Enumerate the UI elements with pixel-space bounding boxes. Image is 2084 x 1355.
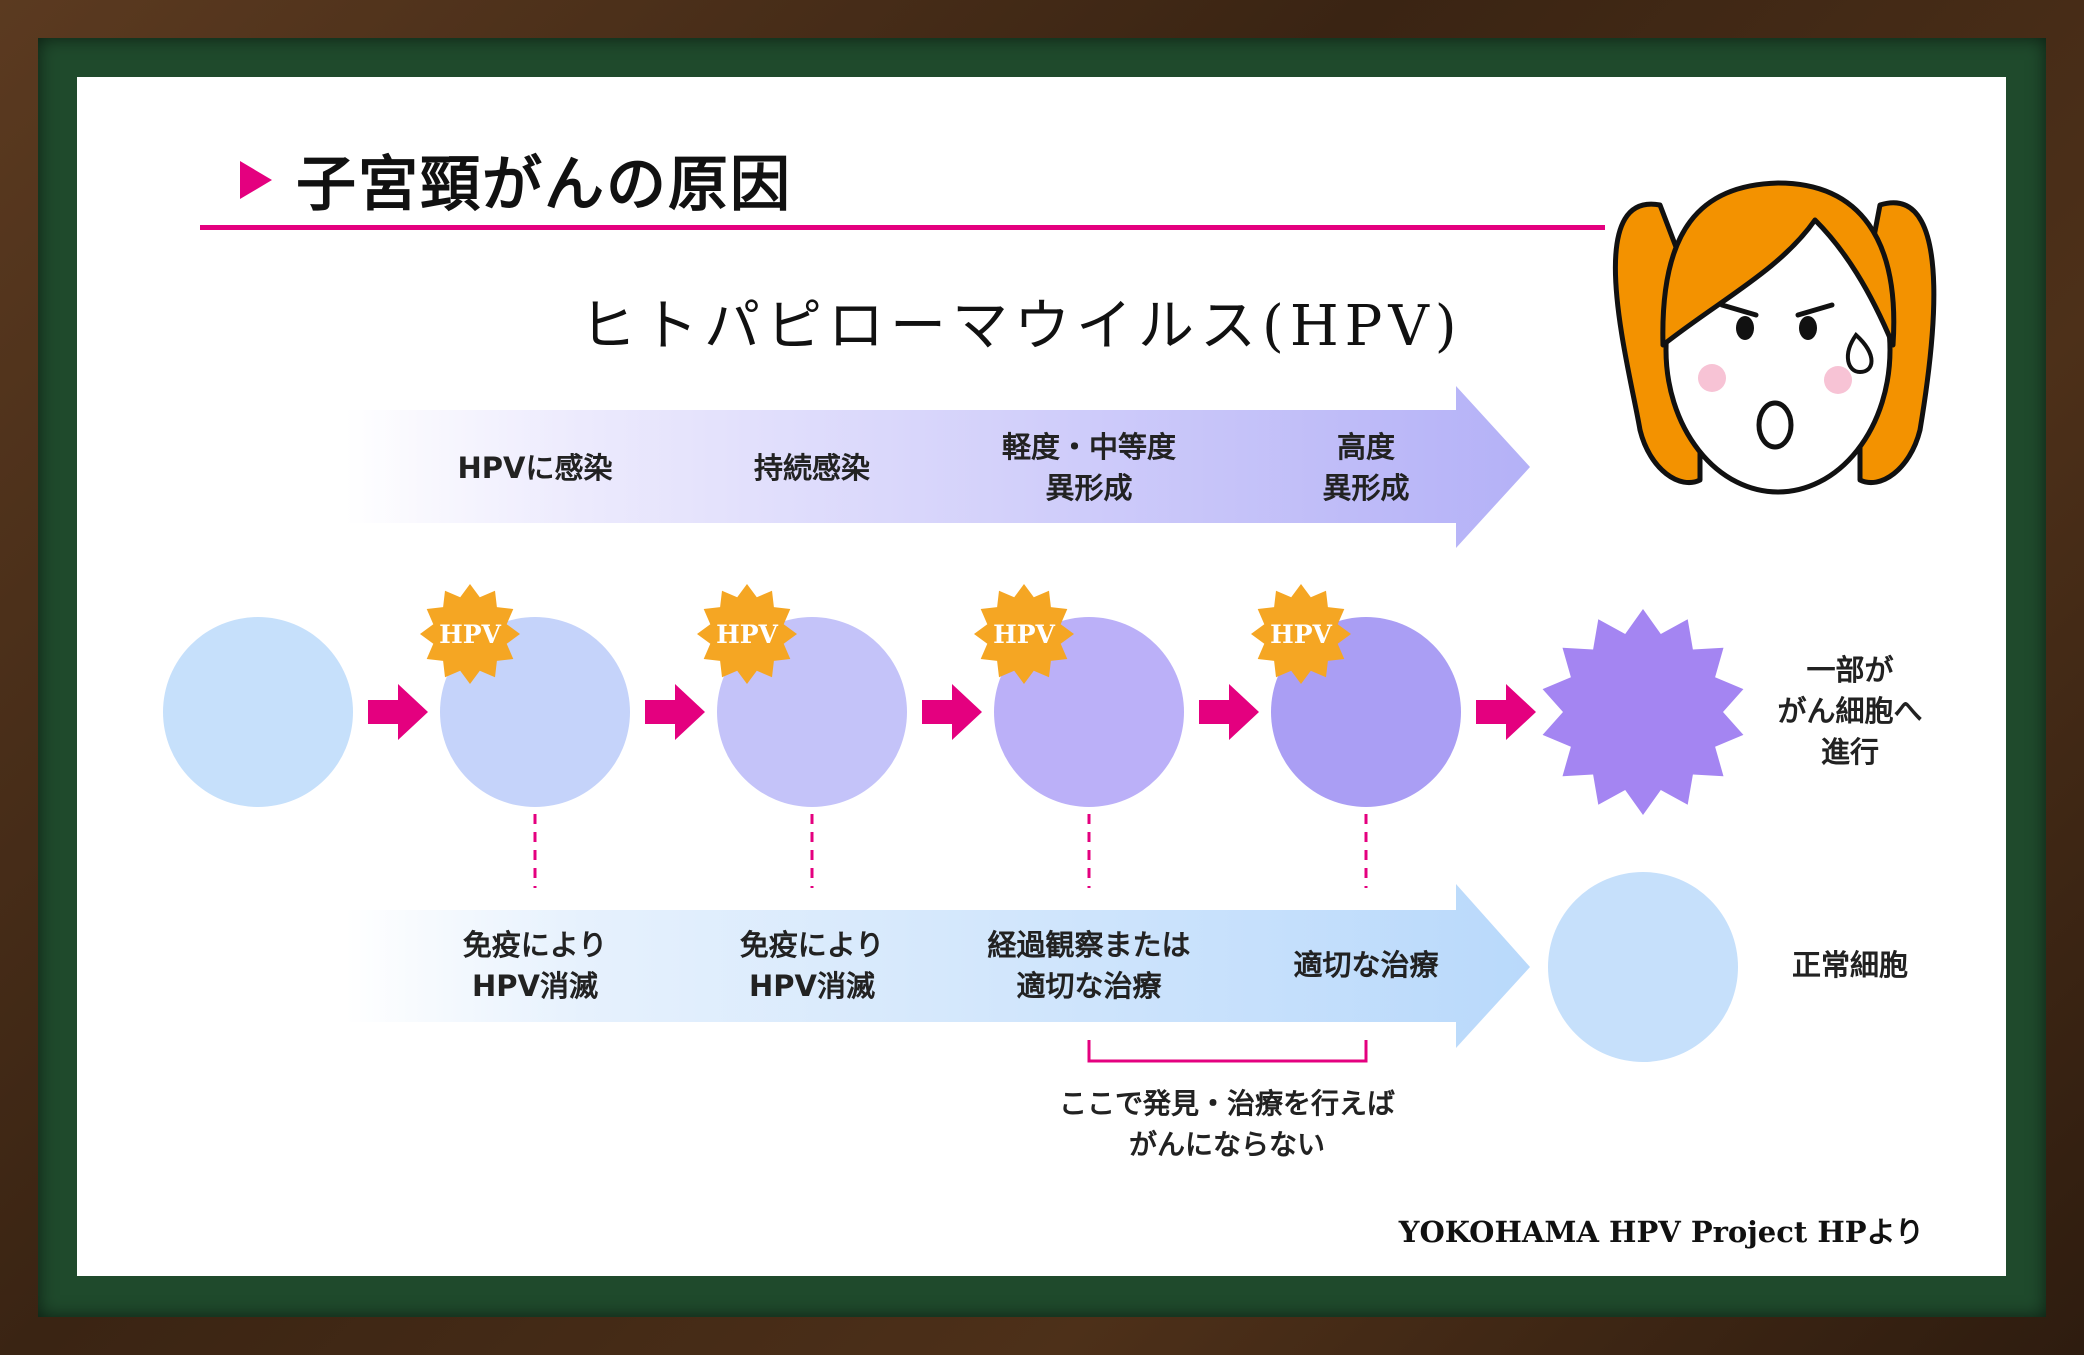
healthy-outcome-cell bbox=[1548, 872, 1738, 1062]
source-credit: YOKOHAMA HPV Project HPより bbox=[1398, 1215, 1924, 1249]
outcome-label-immunity-1: 免疫により HPV消滅 bbox=[462, 928, 608, 1003]
bracket-line bbox=[1087, 1040, 1368, 1063]
step-arrow-icon bbox=[922, 684, 982, 740]
left-eye bbox=[1736, 316, 1754, 340]
right-brow bbox=[1795, 302, 1835, 318]
outcome-label-immunity-2: 免疫により HPV消滅 bbox=[739, 928, 885, 1003]
hpv-virus-badge-icon: HPV bbox=[1251, 584, 1351, 684]
badge-label: HPV bbox=[716, 620, 778, 649]
title-underline bbox=[200, 225, 1605, 230]
left-cheek bbox=[1698, 364, 1726, 392]
cancer-progression-label: 一部が がん細胞へ 進行 bbox=[1777, 653, 1923, 769]
page-title: 子宮頸がんの原因 bbox=[240, 136, 792, 223]
badge-starburst bbox=[697, 584, 797, 684]
dashed-connectors bbox=[533, 814, 1368, 888]
hpv-virus-badge-icon: HPV bbox=[420, 584, 520, 684]
stage-label-mild-moderate: 軽度・中等度 異形成 bbox=[1001, 430, 1177, 505]
step-arrow-icon bbox=[368, 684, 428, 740]
triangle-marker-icon bbox=[240, 160, 272, 199]
hpv-badges: HPV HPV HPV HPV bbox=[420, 584, 1351, 684]
normal-cell bbox=[163, 617, 353, 807]
cancer-cell bbox=[1542, 609, 1744, 815]
step-arrow-icon bbox=[1476, 684, 1536, 740]
bangs bbox=[1660, 180, 1897, 348]
mouth bbox=[1756, 400, 1794, 450]
progression-arrow bbox=[345, 386, 1530, 548]
badge-label: HPV bbox=[993, 620, 1055, 649]
step-arrow-icon bbox=[1199, 684, 1259, 740]
outcome-label-observation: 経過観察または 適切な治療 bbox=[987, 928, 1191, 1003]
sweat-drop bbox=[1845, 331, 1874, 375]
badge-label: HPV bbox=[1270, 620, 1332, 649]
left-brow bbox=[1719, 302, 1759, 318]
right-eye bbox=[1799, 316, 1817, 340]
badge-starburst bbox=[420, 584, 520, 684]
hpv-virus-badge-icon: HPV bbox=[697, 584, 797, 684]
subtitle: ヒトパピローマウイルス(HPV) bbox=[580, 294, 1463, 359]
woman-face-illustration bbox=[1612, 180, 1937, 495]
stage-label-severe: 高度 異形成 bbox=[1322, 430, 1410, 505]
right-cheek bbox=[1824, 366, 1852, 394]
stage-label-infection: HPVに感染 bbox=[457, 451, 613, 485]
badge-label: HPV bbox=[439, 620, 501, 649]
stage-label-persistent: 持続感染 bbox=[753, 451, 871, 485]
outcome-label-treatment: 適切な治療 bbox=[1293, 948, 1439, 982]
step-arrows bbox=[368, 684, 1536, 740]
early-detection-note: ここで発見・治療を行えば がんにならない bbox=[1058, 1087, 1396, 1161]
title-text: 子宮頸がんの原因 bbox=[296, 150, 792, 220]
badge-starburst bbox=[1251, 584, 1351, 684]
badge-starburst bbox=[974, 584, 1074, 684]
hpv-virus-badge-icon: HPV bbox=[974, 584, 1074, 684]
outcome-arrow bbox=[345, 884, 1530, 1048]
normal-cell-label: 正常細胞 bbox=[1791, 948, 1909, 982]
step-arrow-icon bbox=[645, 684, 705, 740]
